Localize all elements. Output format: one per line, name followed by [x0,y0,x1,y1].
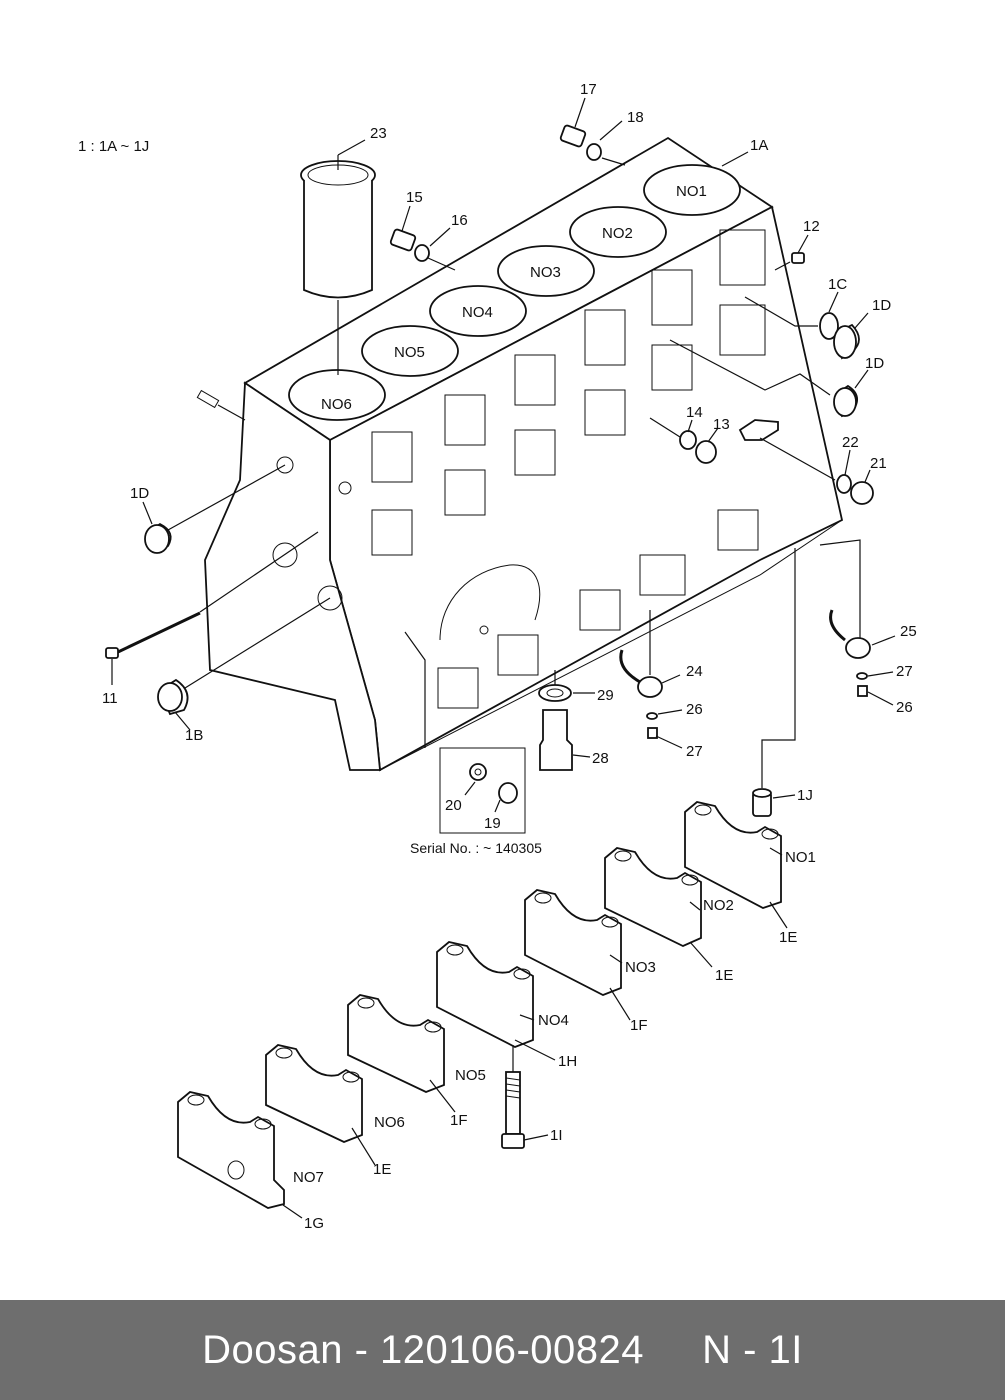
cap-no4-label: NO4 [538,1012,569,1029]
cap-no7-part: 1G [304,1215,324,1232]
svg-text:NO5: NO5 [394,344,425,361]
plug-17-18 [559,97,626,166]
plug-21-22 [759,437,874,505]
callout-1c: 1C [828,276,847,293]
bushing-1j [752,548,796,817]
cap-no3-label: NO3 [625,959,656,976]
plug-12 [774,234,809,271]
cap-no3-part: 1F [630,1017,648,1034]
adapter-28-29 [538,670,595,771]
callout-1j: 1J [797,787,813,804]
serial-inset [404,631,526,834]
plug-1d-left [142,464,286,554]
bearing-cap-no3 [524,889,622,996]
cylinder-no6: NO6 [288,369,386,421]
bearing-cap-no7 [177,1091,285,1209]
cap-no2-part: 1E [715,967,733,984]
callout-11: 11 [102,690,118,707]
svg-text:NO6: NO6 [321,396,352,413]
plug-1b [157,597,331,731]
svg-text:NO3: NO3 [530,264,561,281]
plug-13-14 [649,417,779,464]
callout-1b: 1B [185,727,203,744]
cap-no5-label: NO5 [455,1067,486,1084]
svg-text:NO1: NO1 [676,183,707,200]
cylinder-bores: NO1 NO2 NO3 NO4 NO5 NO6 [288,164,741,421]
callout-17: 17 [580,81,597,98]
engine-block [204,136,844,772]
callout-20: 20 [445,797,462,814]
serial-note: Serial No. : ~ 140305 [410,840,542,856]
callout-28: 28 [592,750,609,767]
callout-labels: 23 17 18 1A 15 16 12 1C 1D 1D 14 13 22 2… [102,81,917,1232]
callout-1d-a: 1D [872,297,891,314]
cap-no7-label: NO7 [293,1169,324,1186]
cylinder-no3: NO3 [497,245,595,297]
callout-18: 18 [627,109,644,126]
footer-part-number: Doosan - 120106-00824 N - 1I [202,1327,803,1372]
callout-15: 15 [406,189,423,206]
bolt-1i [501,1045,549,1149]
callout-29: 29 [597,687,614,704]
callout-1i: 1I [550,1127,563,1144]
bearing-cap-no6 [265,1044,363,1143]
cylinder-liner [300,139,376,375]
nozzle-25-group [819,539,896,706]
callout-26-b: 26 [896,699,913,716]
callout-21: 21 [870,455,887,472]
bearing-cap-no2 [604,847,702,947]
callout-27-a: 27 [896,663,913,680]
callout-25: 25 [900,623,917,640]
callout-26-a: 26 [686,701,703,718]
callout-24: 24 [686,663,703,680]
cylinder-no5: NO5 [361,325,459,377]
cap-no2-label: NO2 [703,897,734,914]
callout-12: 12 [803,218,820,235]
callout-1a: 1A [750,137,768,154]
cap-no1-part: 1E [779,929,797,946]
callout-27-b: 27 [686,743,703,760]
callout-1d-c: 1D [130,485,149,502]
callout-13: 13 [713,416,730,433]
cylinder-no2: NO2 [569,206,667,258]
svg-text:NO4: NO4 [462,304,493,321]
bearing-cap-no1 [684,801,782,909]
cap-no6-part: 1E [373,1161,391,1178]
callout-16: 16 [451,212,468,229]
cap-no4-part: 1H [558,1053,577,1070]
cap-no6-label: NO6 [374,1114,405,1131]
cylinder-no1: NO1 [643,164,741,216]
callout-22: 22 [842,434,859,451]
bearing-caps [177,801,788,1219]
cap-no1-label: NO1 [785,849,816,866]
svg-text:NO2: NO2 [602,225,633,242]
callout-19: 19 [484,815,501,832]
nozzle-24-group [619,610,683,749]
plugs-1c-1d [669,291,869,418]
callout-14: 14 [686,404,703,421]
bearing-cap-no5 [347,994,445,1093]
scope-note: 1 : 1A ~ 1J [78,138,149,155]
callout-1d-b: 1D [865,355,884,372]
parts-diagram: 1 : 1A ~ 1J [78,81,917,1232]
bolt-11 [105,389,319,685]
cylinder-no4: NO4 [429,285,527,337]
footer-bar: Doosan - 120106-00824 N - 1I [0,1300,1005,1400]
cap-no5-part: 1F [450,1112,468,1129]
plug-15-16 [389,205,456,271]
callout-23: 23 [370,125,387,142]
bearing-cap-no4 [436,941,534,1048]
